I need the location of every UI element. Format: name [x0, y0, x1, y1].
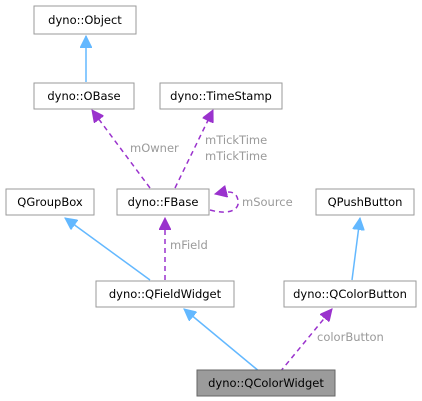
- node-qgroupbox[interactable]: QGroupBox: [5, 188, 95, 216]
- node-object-label: dyno::Object: [48, 13, 122, 27]
- edge-qcolorwidget-to-qcolorbutton: [279, 309, 332, 373]
- node-qpushbutton[interactable]: QPushButton: [315, 188, 415, 216]
- edge-qfieldwidget-to-qgroupbox: [65, 218, 151, 281]
- edge-fbase-to-obase: [92, 110, 151, 189]
- edge-fbase-self-source: [209, 192, 240, 213]
- node-timestamp[interactable]: dyno::TimeStamp: [159, 82, 283, 110]
- edge-qcolorwidget-to-qfieldwidget: [184, 309, 261, 373]
- node-timestamp-label: dyno::TimeStamp: [170, 89, 272, 103]
- node-obase-label: dyno::OBase: [47, 89, 120, 103]
- node-qcolorwidget-label: dyno::QColorWidget: [208, 376, 324, 390]
- edge-label-owner: mOwner: [130, 141, 179, 155]
- edge-label-tick-time-2: mTickTime: [205, 149, 267, 163]
- node-qcolorbutton[interactable]: dyno::QColorButton: [283, 280, 417, 308]
- node-qpushbutton-label: QPushButton: [328, 195, 403, 209]
- node-qfieldwidget-label: dyno::QFieldWidget: [109, 287, 222, 301]
- node-object[interactable]: dyno::Object: [33, 5, 137, 35]
- node-qcolorwidget[interactable]: dyno::QColorWidget: [196, 369, 336, 397]
- node-qgroupbox-label: QGroupBox: [17, 195, 83, 209]
- edge-label-source: mSource: [242, 195, 293, 209]
- edge-label-color-button: colorButton: [317, 330, 384, 344]
- node-obase[interactable]: dyno::OBase: [33, 82, 135, 110]
- node-qfieldwidget[interactable]: dyno::QFieldWidget: [95, 280, 235, 308]
- edge-label-tick-time-1: mTickTime: [205, 133, 267, 147]
- node-fbase-label: dyno::FBase: [128, 195, 199, 209]
- node-qcolorbutton-label: dyno::QColorButton: [293, 287, 407, 301]
- edge-fbase-to-timestamp: [174, 110, 214, 189]
- edge-qcolorbutton-to-qpushbutton: [351, 218, 360, 281]
- edge-label-field: mField: [170, 238, 208, 252]
- node-fbase[interactable]: dyno::FBase: [116, 188, 210, 216]
